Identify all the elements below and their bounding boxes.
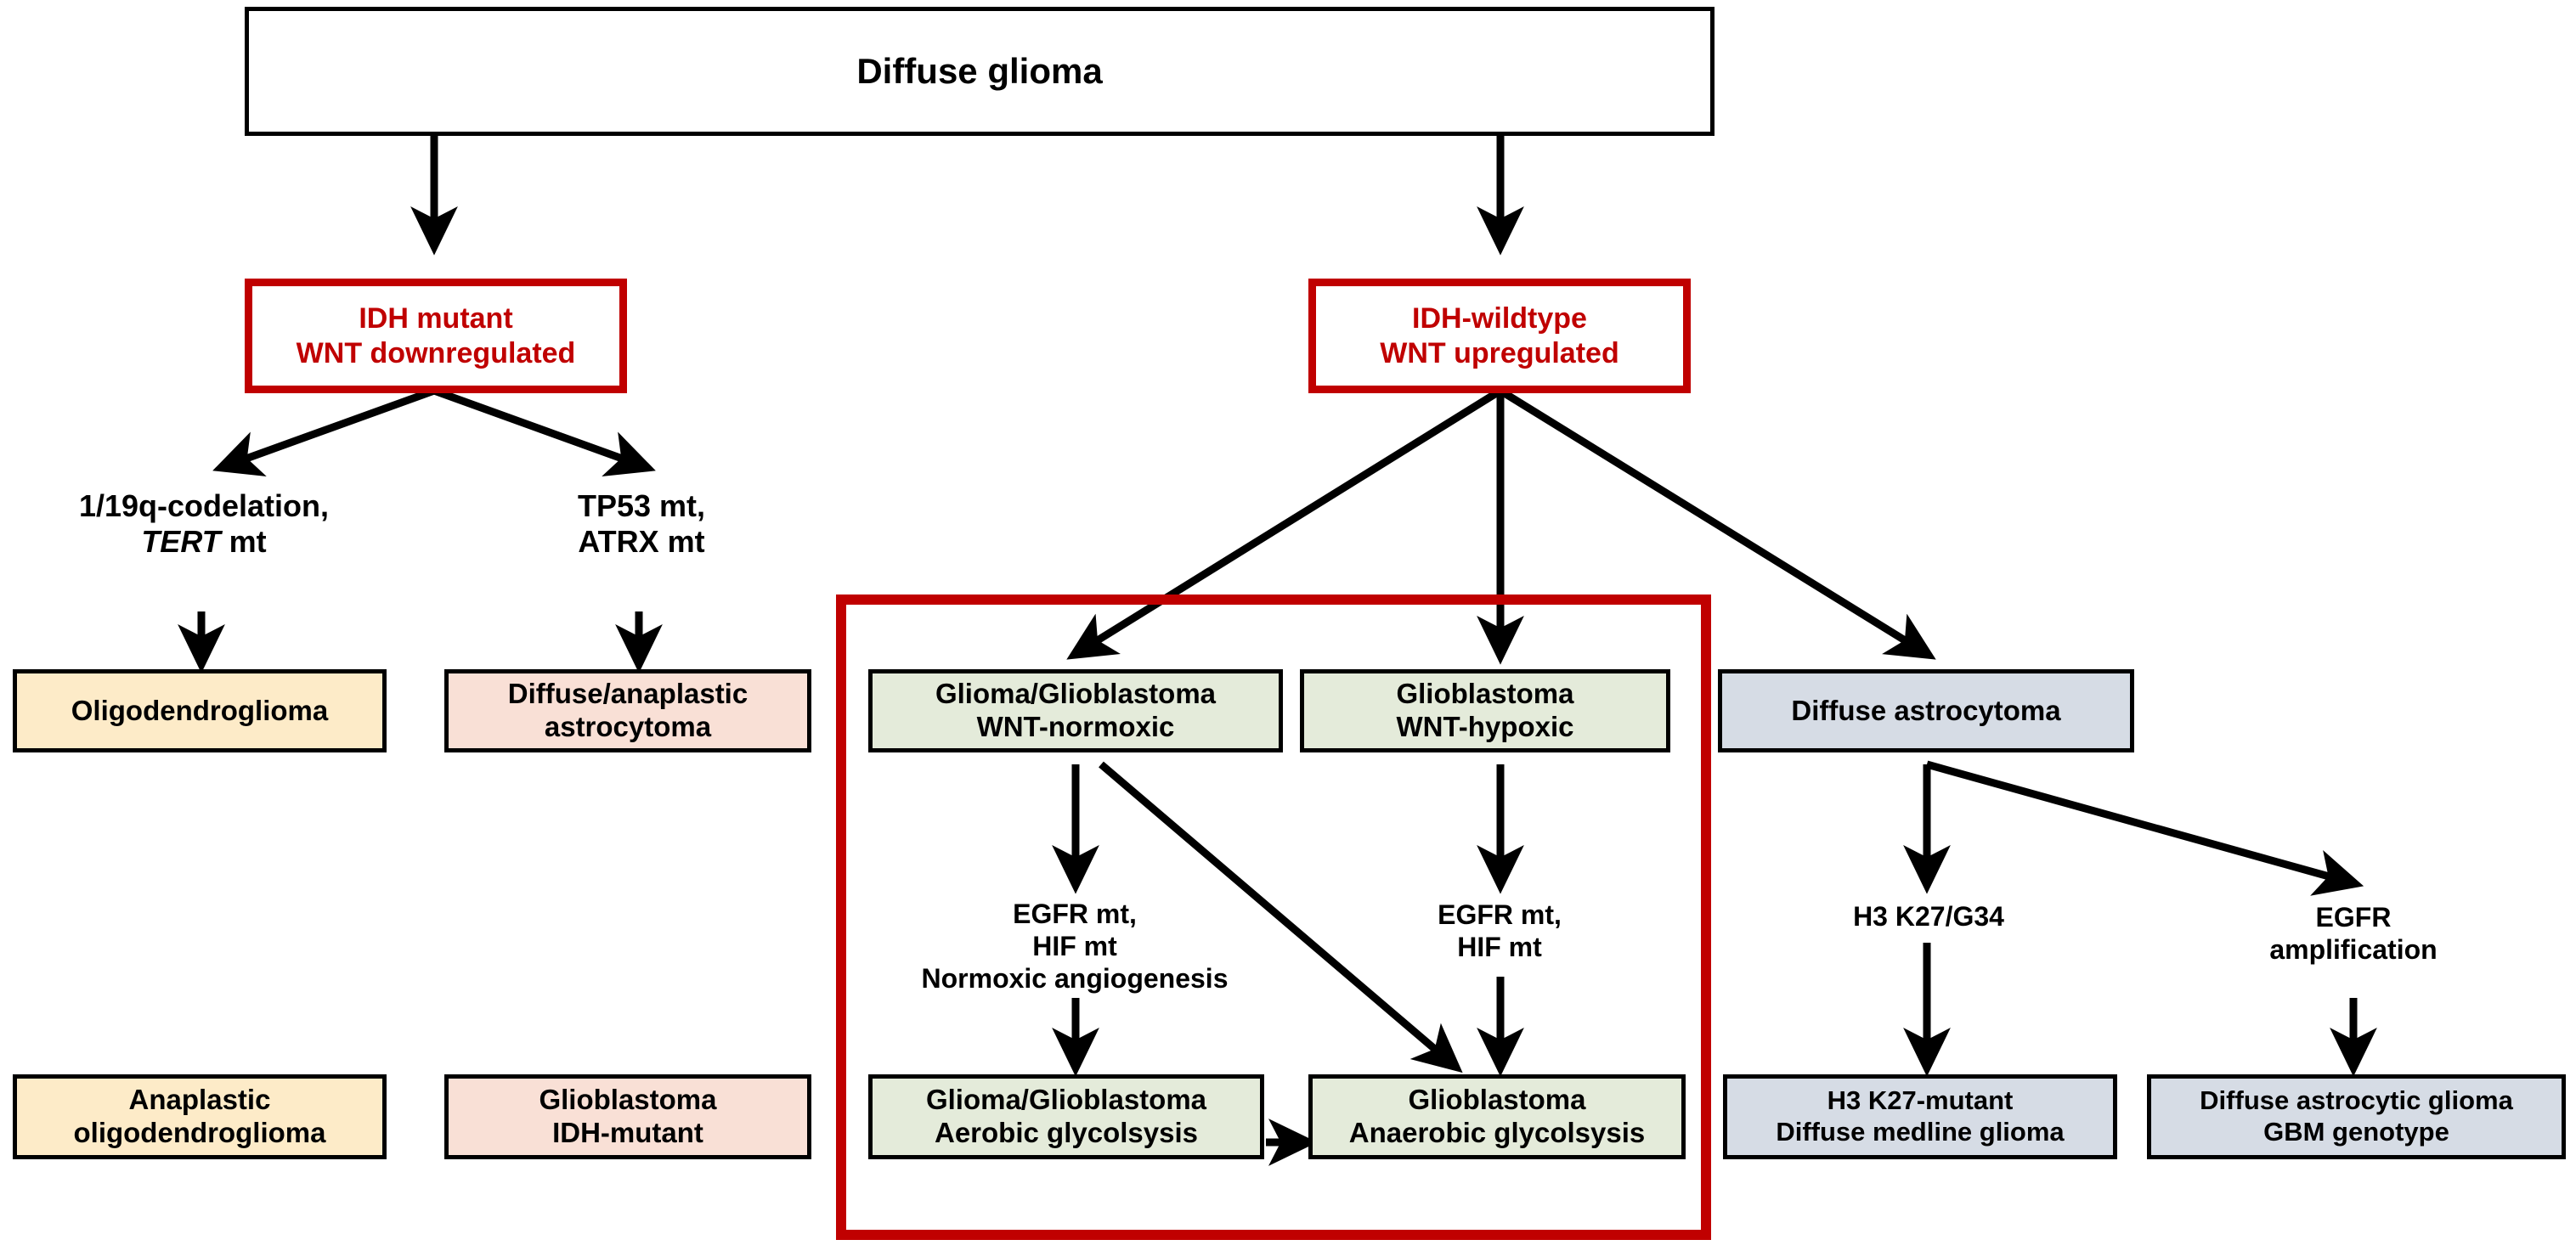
node-diffuse-astrocytoma[interactable]: Diffuse astrocytoma <box>1718 669 2134 752</box>
line: TP53 mt, <box>577 487 706 523</box>
line: GBM genotype <box>2263 1117 2449 1147</box>
line: IDH mutant <box>359 302 513 335</box>
line: Anaerobic glycolsysis <box>1348 1117 1646 1148</box>
line: EGFR mt, <box>1438 899 1562 931</box>
line: EGFR <box>2315 902 2392 933</box>
line: IDH-mutant <box>552 1117 703 1148</box>
line: WNT upregulated <box>1380 336 1619 369</box>
node-glioblastoma-anaerobic-glycolysis-text: Glioblastoma Anaerobic glycolsysis <box>1349 1084 1645 1150</box>
line: Diffuse medline glioma <box>1776 1117 2065 1147</box>
node-anaplastic-oligodendroglioma-text: Anaplastic oligodendroglioma <box>74 1084 326 1150</box>
arrow-idhmut-to-1p19q <box>212 386 436 476</box>
node-glioma-aerobic-glycolysis-text: Glioma/Glioblastoma Aerobic glycolsysis <box>926 1084 1206 1150</box>
node-glioblastoma-anaerobic-glycolysis[interactable]: Glioblastoma Anaerobic glycolsysis <box>1308 1074 1686 1159</box>
line: WNT downregulated <box>296 336 576 369</box>
node-idh-mutant-text: IDH mutant WNT downregulated <box>297 301 576 369</box>
line: oligodendroglioma <box>73 1117 326 1148</box>
line: Glioblastoma <box>1396 678 1574 710</box>
line: Diffuse glioma <box>856 51 1103 92</box>
label-egfr-amplification: EGFR amplification <box>2209 893 2498 975</box>
line: Glioma/Glioblastoma <box>925 1084 1207 1116</box>
label-1p19q-codeletion: 1/19q-codelation, TERT mt <box>25 477 382 571</box>
label-h3-k27-g34-text: H3 K27/G34 <box>1853 901 2004 933</box>
gene-name-tert: TERT <box>141 524 221 559</box>
node-anaplastic-oligodendroglioma[interactable]: Anaplastic oligodendroglioma <box>13 1074 387 1159</box>
arrow-astrocytoma-to-egfr-amp <box>1925 760 2364 896</box>
node-diffuse-glioma-text: Diffuse glioma <box>856 50 1102 93</box>
line: Glioblastoma <box>1408 1084 1586 1116</box>
node-idh-mutant[interactable]: IDH mutant WNT downregulated <box>245 279 627 393</box>
line: Glioblastoma <box>539 1084 717 1116</box>
label-tp53-text: TP53 mt, ATRX mt <box>578 488 705 561</box>
line: WNT-hypoxic <box>1396 711 1574 742</box>
line: HIF mt <box>1032 931 1117 962</box>
label-tp53-atrx: TP53 mt, ATRX mt <box>476 477 807 571</box>
node-diffuse-anaplastic-astrocytoma-text: Diffuse/anaplastic astrocytoma <box>508 678 748 744</box>
line: Normoxic angiogenesis <box>921 962 1229 994</box>
label-egfr-hif-hypoxic: EGFR mt, HIF mt <box>1359 893 1640 970</box>
line: Anaplastic <box>128 1084 271 1116</box>
node-idh-wildtype[interactable]: IDH-wildtype WNT upregulated <box>1308 279 1691 393</box>
line: 1/19q-codelation, <box>78 487 330 523</box>
line: Aerobic glycolsysis <box>935 1117 1198 1148</box>
node-diffuse-anaplastic-astrocytoma[interactable]: Diffuse/anaplastic astrocytoma <box>444 669 811 752</box>
line: WNT-normoxic <box>976 711 1175 742</box>
line: Glioma/Glioblastoma <box>935 678 1217 710</box>
line: Diffuse/anaplastic <box>507 678 749 710</box>
node-diffuse-glioma[interactable]: Diffuse glioma <box>245 7 1715 136</box>
line: H3 K27-mutant <box>1827 1085 2014 1116</box>
node-oligodendroglioma[interactable]: Oligodendroglioma <box>13 669 387 752</box>
node-idh-wildtype-text: IDH-wildtype WNT upregulated <box>1380 301 1618 369</box>
line: TERT mt <box>79 524 329 560</box>
line: Diffuse astrocytoma <box>1791 694 2061 726</box>
node-glioma-aerobic-glycolysis[interactable]: Glioma/Glioblastoma Aerobic glycolsysis <box>868 1074 1264 1159</box>
arrow-idhwt-to-wnt-normoxic <box>1066 387 1503 660</box>
node-glioblastoma-wnt-hypoxic-text: Glioblastoma WNT-hypoxic <box>1396 678 1573 744</box>
line-suffix: mt <box>220 524 267 559</box>
node-glioma-wnt-normoxic[interactable]: Glioma/Glioblastoma WNT-normoxic <box>868 669 1283 752</box>
line: Diffuse astrocytic glioma <box>2200 1085 2513 1116</box>
node-glioblastoma-idh-mutant-text: Glioblastoma IDH-mutant <box>539 1084 716 1150</box>
line: Oligodendroglioma <box>71 694 329 726</box>
node-glioblastoma-wnt-hypoxic[interactable]: Glioblastoma WNT-hypoxic <box>1300 669 1670 752</box>
node-oligodendroglioma-text: Oligodendroglioma <box>71 695 329 728</box>
node-h3-k27-mutant-diffuse-midline-glioma[interactable]: H3 K27-mutant Diffuse medline glioma <box>1723 1074 2117 1159</box>
label-h3-k27-g34: H3 K27/G34 <box>1767 893 2090 941</box>
line: IDH-wildtype <box>1412 302 1587 335</box>
line: EGFR mt, <box>1013 899 1137 930</box>
node-diffuse-astrocytic-gbm-text: Diffuse astrocytic glioma GBM genotype <box>2200 1085 2513 1147</box>
node-glioblastoma-idh-mutant[interactable]: Glioblastoma IDH-mutant <box>444 1074 811 1159</box>
line: ATRX mt <box>578 524 705 559</box>
arrow-idhmut-to-tp53 <box>432 386 656 476</box>
arrow-normoxic-to-anaerobic <box>1099 761 1463 1073</box>
label-egfr-hif-normoxic-text: EGFR mt, HIF mt Normoxic angiogenesis <box>922 899 1229 995</box>
arrow-idhwt-to-diffuse-astrocytoma <box>1498 387 1936 660</box>
node-diffuse-astrocytic-glioma-gbm-genotype[interactable]: Diffuse astrocytic glioma GBM genotype <box>2147 1074 2566 1159</box>
line: HIF mt <box>1457 932 1542 962</box>
line: amplification <box>2269 934 2438 965</box>
node-diffuse-astrocytoma-text: Diffuse astrocytoma <box>1791 695 2060 728</box>
label-1p19q-text: 1/19q-codelation, TERT mt <box>79 488 329 561</box>
label-egfr-amplification-text: EGFR amplification <box>2269 902 2437 966</box>
line: astrocytoma <box>544 711 712 742</box>
label-egfr-hif-normoxic: EGFR mt, HIF mt Normoxic angiogenesis <box>858 893 1291 1000</box>
node-h3-k27-mutant-text: H3 K27-mutant Diffuse medline glioma <box>1776 1085 2064 1147</box>
line: H3 K27/G34 <box>1853 901 2004 933</box>
label-egfr-hif-hypoxic-text: EGFR mt, HIF mt <box>1438 899 1562 964</box>
node-glioma-wnt-normoxic-text: Glioma/Glioblastoma WNT-normoxic <box>935 678 1216 744</box>
